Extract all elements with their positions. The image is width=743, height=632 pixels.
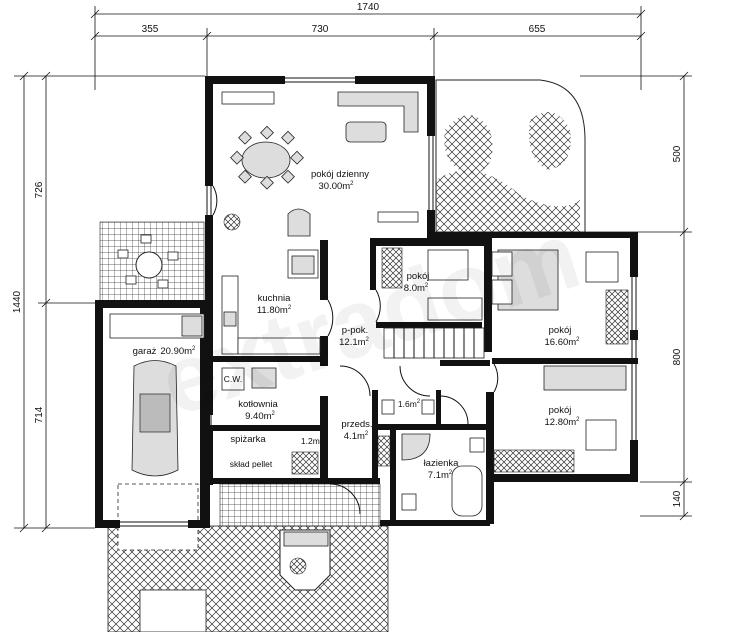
dim-top-total: 1740 <box>357 2 380 13</box>
store-area: 1.2m2 <box>301 436 324 446</box>
boiler-name: kotłownia <box>238 399 278 410</box>
dim-right-2: 800 <box>672 348 683 365</box>
pantry-name: spiżarka <box>230 434 266 445</box>
hall-area: 12.1m2 <box>339 337 369 348</box>
entrance-paving <box>107 483 389 632</box>
room-labels: pokój dzienny 30.00m2 pokój 8.0m2 pokój … <box>133 169 581 481</box>
top-dimensions: 1740 355 730 655 <box>90 2 646 90</box>
room16-name: pokój <box>549 325 572 336</box>
dim-left-1: 726 <box>34 181 45 198</box>
dim-left-total: 1440 <box>12 290 23 313</box>
terrace-left <box>99 221 205 303</box>
living-room-area: 30.00m2 <box>318 181 354 192</box>
bathroom-fixtures <box>221 367 485 517</box>
watermark: extradom <box>148 201 592 436</box>
dim-top-2: 730 <box>312 24 329 35</box>
living-room-name: pokój dzienny <box>311 169 369 180</box>
bedroom-furniture <box>381 247 629 473</box>
vestibule-name: przeds. <box>341 419 372 430</box>
kitchen-name: kuchnia <box>258 293 291 304</box>
room12-area: 12.80m2 <box>544 417 580 428</box>
dim-top-3: 655 <box>529 24 546 35</box>
hall-name: p-pok. <box>342 325 368 336</box>
dim-top-1: 355 <box>142 24 159 35</box>
bathroom-name: łazienka <box>424 458 460 469</box>
boiler-device-label: C.W. <box>224 374 242 384</box>
left-dimensions: 1440 726 714 <box>12 71 205 533</box>
room8-area: 8.0m2 <box>404 283 429 294</box>
doors <box>212 185 499 515</box>
kitchen-furniture <box>221 249 321 355</box>
windows <box>120 77 637 527</box>
room12-name: pokój <box>549 405 572 416</box>
terrace-garden <box>435 79 586 233</box>
walls <box>95 76 638 528</box>
dim-left-2: 714 <box>34 406 45 423</box>
boiler-area: 9.40m2 <box>245 411 275 422</box>
dim-right-3: 140 <box>672 490 683 507</box>
wc-area: 1.6m2 <box>398 399 421 409</box>
pellet-store-name: skład pellet <box>230 459 273 469</box>
room8-name: pokój <box>407 271 430 282</box>
vestibule-area: 4.1m2 <box>344 431 369 442</box>
bathroom-area: 7.1m2 <box>428 470 453 481</box>
stairs <box>383 327 485 359</box>
garage-car <box>109 313 205 477</box>
room16-area: 16.60m2 <box>544 337 580 348</box>
kitchen-area: 11.80m2 <box>257 305 292 316</box>
dim-right-1: 500 <box>672 145 683 162</box>
living-furniture <box>221 91 419 237</box>
